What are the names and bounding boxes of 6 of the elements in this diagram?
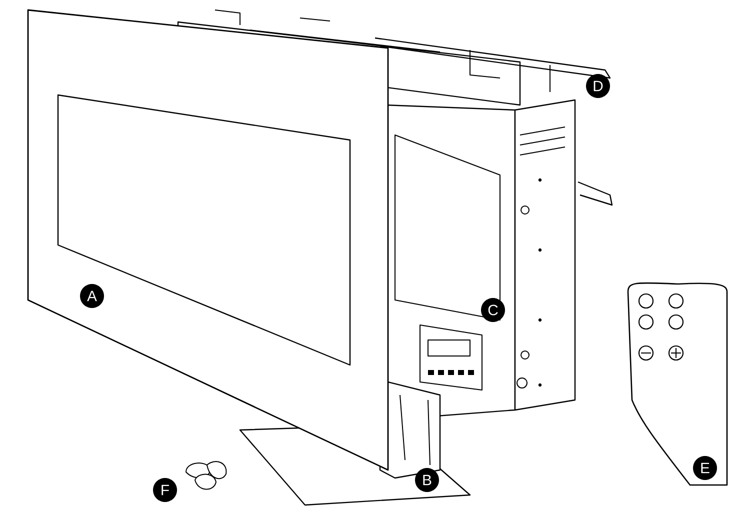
callout-number: F — [153, 478, 177, 502]
callout-number: A — [80, 284, 104, 308]
callout-number: C — [481, 298, 505, 322]
callout-number: B — [415, 468, 439, 492]
callout-number: E — [693, 456, 717, 480]
callout-number: D — [586, 74, 610, 98]
